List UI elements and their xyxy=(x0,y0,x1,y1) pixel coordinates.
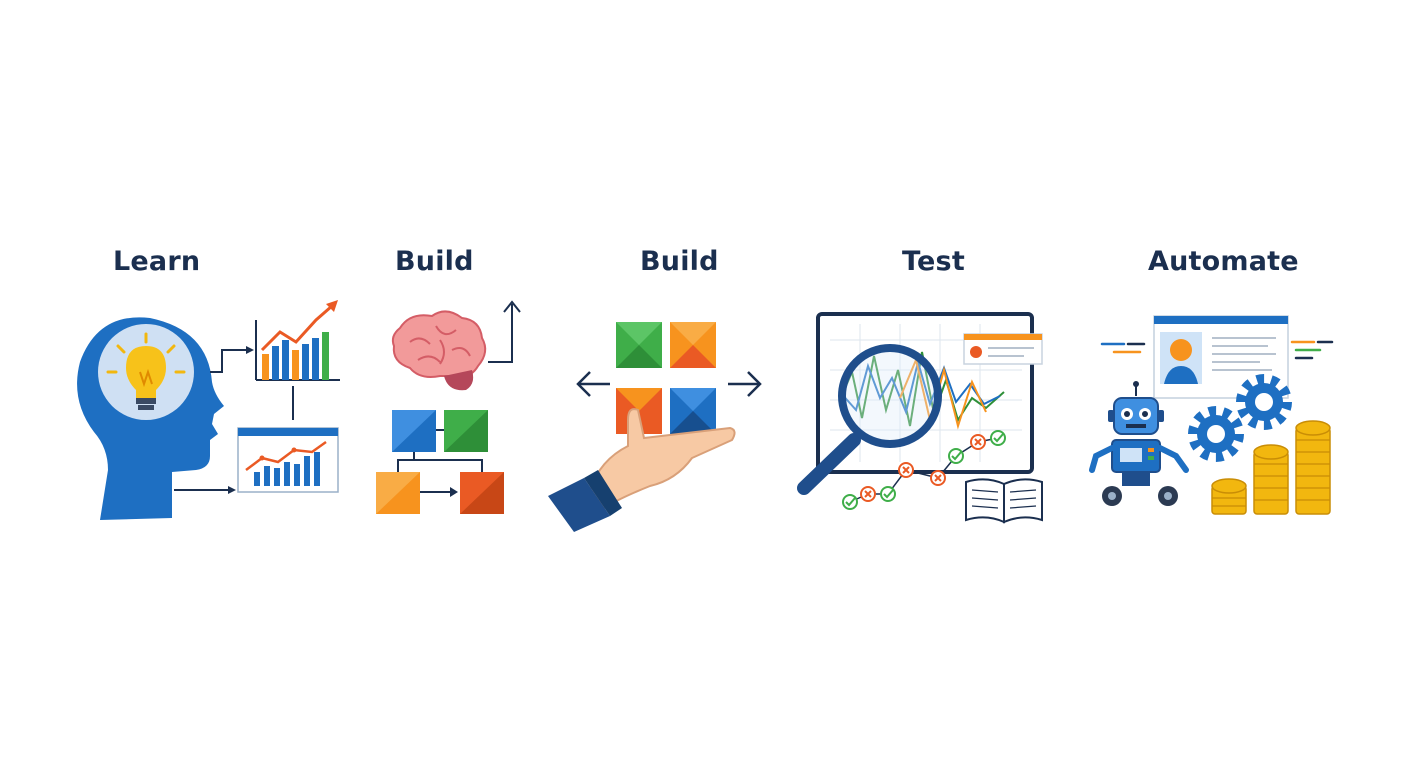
test-illustration xyxy=(797,312,1043,524)
brain-icon xyxy=(391,310,487,391)
build-1-illustration xyxy=(376,300,521,514)
bar-chart-icon xyxy=(255,300,340,381)
profile-card-icon xyxy=(963,333,1043,365)
stage-title-automate: Automate xyxy=(1148,246,1299,277)
magnifying-glass-icon xyxy=(797,344,942,495)
robot-icon xyxy=(1089,381,1189,506)
stage-title-test: Test xyxy=(902,246,965,277)
arrow-left-icon xyxy=(576,371,610,397)
build-2-illustration xyxy=(548,322,762,532)
automate-illustration xyxy=(1089,315,1334,515)
stage-title-build-2: Build xyxy=(640,246,719,277)
hand-holding-blocks-icon xyxy=(548,408,736,532)
blocks-icon xyxy=(616,322,716,434)
profile-window-icon xyxy=(1153,315,1289,399)
checkmark-icon xyxy=(842,430,1006,510)
flowchart-icon xyxy=(376,410,504,514)
coin-stack-icon xyxy=(1211,420,1331,515)
line-chart-icon xyxy=(237,427,339,493)
stage-title-learn: Learn xyxy=(113,246,201,277)
lightbulb-icon xyxy=(106,332,186,410)
stage-title-build-1: Build xyxy=(395,246,474,277)
gear-icon xyxy=(1188,374,1292,462)
cross-icon xyxy=(860,434,986,502)
arrow-right-icon xyxy=(728,371,762,397)
open-book-icon xyxy=(965,478,1043,524)
learn-illustration xyxy=(77,300,340,520)
